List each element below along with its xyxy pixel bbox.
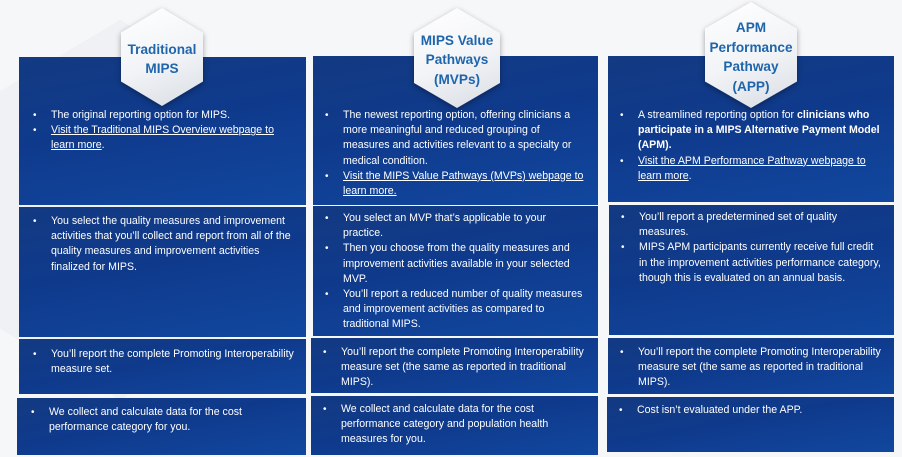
column-title: MIPS Value Pathways (MVPs) [420,32,494,87]
bullet-item: The newest reporting option, offering cl… [323,108,588,169]
bullet-item: Visit the Traditional MIPS Overview webp… [31,123,294,153]
bullet-item: Visit the MIPS Value Pathways (MVPs) web… [323,169,588,199]
mips-value-pathways-hexagon-badge: MIPS Value Pathways (MVPs) [414,8,500,108]
row-quality-improvement: You’ll report a predetermined set of qua… [609,205,894,335]
row-promoting-interoperability: You’ll report the complete Promoting Int… [608,338,894,394]
bullet-item: Then you choose from the quality measure… [323,241,588,287]
mips-value-pathways-link[interactable]: Visit the MIPS Value Pathways (MVPs) web… [343,169,584,198]
column-title: APM Performance Pathway (APP) [709,20,793,94]
row-quality-improvement: You select an MVP that’s applicable to y… [313,206,598,336]
row-cost: We collect and calculate data for the co… [311,396,598,455]
row-quality-improvement: You select the quality measures and impr… [19,207,306,337]
column-title: Traditional MIPS [127,41,197,77]
bullet-item: Visit the APM Performance Pathway webpag… [618,154,884,184]
row-promoting-interoperability: You’ll report the complete Promoting Int… [19,339,306,394]
apm-performance-pathway-link[interactable]: Visit the APM Performance Pathway webpag… [638,154,866,182]
traditional-mips-overview-link[interactable]: Visit the Traditional MIPS Overview webp… [51,124,274,152]
bullet-item: You select the quality measures and impr… [31,214,294,275]
bullet-item: A streamlined reporting option for clini… [618,108,884,154]
bullet-item: You’ll report the complete Promoting Int… [31,347,294,377]
traditional-mips-hexagon-badge: Traditional MIPS [121,8,203,106]
bullet-item: You’ll report a reduced number of qualit… [323,287,588,333]
row-promoting-interoperability: You’ll report the complete Promoting Int… [311,338,598,393]
bullet-item: We collect and calculate data for the co… [29,405,294,435]
bullet-item: Cost isn’t evaluated under the APP. [617,403,884,418]
bullet-item: MIPS APM participants currently receive … [619,240,884,286]
bullet-item: You’ll report a predetermined set of qua… [619,210,884,240]
bullet-item: We collect and calculate data for the co… [321,402,588,448]
row-cost: Cost isn’t evaluated under the APP. [607,397,894,452]
bullet-item: The original reporting option for MIPS. [31,108,294,123]
bullet-item: You’ll report the complete Promoting Int… [618,345,884,391]
row-cost: We collect and calculate data for the co… [17,398,306,455]
bullet-item: You select an MVP that’s applicable to y… [323,211,588,241]
bullet-item: You’ll report the complete Promoting Int… [321,345,588,391]
